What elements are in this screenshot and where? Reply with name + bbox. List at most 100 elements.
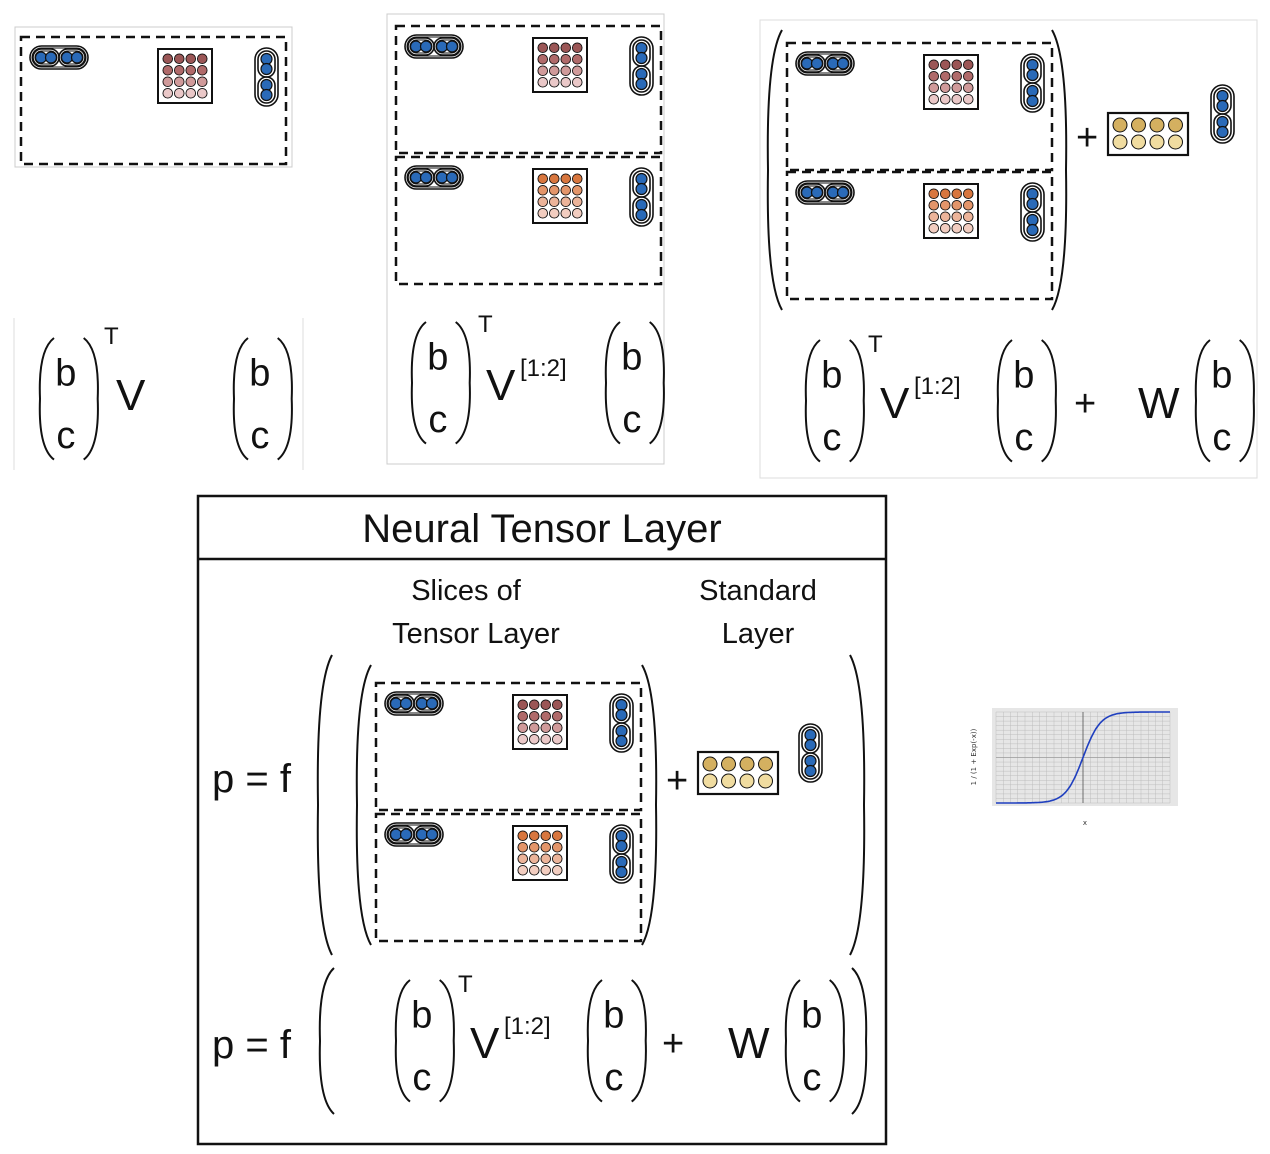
vertical-vector-outer-pill (798, 723, 823, 783)
matrix-cell (162, 76, 174, 88)
ntl-vector-w-paren-right (829, 979, 845, 1103)
word-vector-outer-pill (384, 691, 444, 716)
panel-1-vector-left-c: c (56, 415, 75, 457)
panel-1-vector-left-b: b (55, 353, 76, 395)
vertical-vector-outer-pill (629, 167, 654, 227)
matrix-cell (548, 53, 560, 65)
panel-2-vector-left-paren-right (455, 321, 471, 445)
tensor-slice-frame (785, 41, 1054, 172)
panel-1-vector-right-paren-right (277, 337, 293, 461)
vector-node (635, 208, 648, 222)
matrix-cell (551, 733, 563, 745)
vector-node (409, 40, 423, 53)
matrix-cell (551, 699, 563, 711)
word-vector-outer-pill (384, 822, 444, 847)
matrix-cell (517, 841, 529, 853)
matrix-cell (951, 59, 963, 71)
panel-3-vector-w-c: c (1212, 417, 1231, 459)
sigmoid-xlabel: x (1083, 819, 1087, 827)
vector-node (415, 697, 429, 710)
vector-node (1026, 187, 1039, 201)
panel-2-vector-right-c: c (622, 399, 641, 441)
ntl-f-paren-left-bottom (318, 967, 335, 1115)
word-vector-outer-pill-inner (386, 824, 442, 845)
sigmoid-plot: 1 / (1 + Exp(-x)) x (970, 708, 1178, 827)
matrix-cell (548, 184, 560, 196)
vector-node (425, 697, 439, 710)
matrix-cell (571, 76, 583, 88)
vector-node (260, 78, 273, 92)
matrix-cell (537, 207, 549, 219)
vertical-vector-pill (632, 65, 651, 93)
matrix-cell (540, 830, 552, 842)
matrix-cell (560, 207, 572, 219)
tensor-slice-matrix (923, 54, 979, 110)
vector-node (389, 828, 403, 841)
vector-node (810, 57, 824, 70)
panel-3-vector-right-paren-left (996, 339, 1013, 463)
panel-2-vector-left-paren-left (410, 321, 427, 445)
matrix-cell (548, 42, 560, 54)
tensor-slice-frame (785, 170, 1054, 301)
vector-node (1026, 94, 1039, 108)
vertical-vector-pill (632, 196, 651, 224)
matrix-cell (548, 196, 560, 208)
sigmoid-plot-area (992, 708, 1178, 806)
ntl-vector-left-paren-left (394, 979, 411, 1103)
matrix-cell (528, 722, 540, 734)
tensor-slice-matrix (512, 694, 568, 750)
matrix-cell (560, 196, 572, 208)
matrix-cell (517, 830, 529, 842)
standard-layer-cell (1131, 134, 1146, 150)
vector-node (415, 828, 429, 841)
matrix-cell (928, 70, 940, 82)
matrix-cell (173, 87, 185, 99)
matrix-cell (560, 76, 572, 88)
matrix-cell (928, 222, 940, 234)
word-vector-pill (413, 694, 441, 713)
vector-node (615, 839, 628, 853)
ntl-vector-right-paren-left (586, 979, 603, 1103)
matrix-cell (196, 87, 208, 99)
matrix-cell (928, 199, 940, 211)
panel-2-vector-right-b: b (621, 337, 642, 379)
word-vector-pill (824, 183, 852, 202)
vertical-vector-outer-pill (609, 824, 634, 884)
matrix-cell (939, 93, 951, 105)
matrix-cell (173, 76, 185, 88)
matrix-cell (560, 42, 572, 54)
matrix-cell (517, 710, 529, 722)
matrix-cell (939, 188, 951, 200)
matrix-cell (540, 864, 552, 876)
vector-node (804, 754, 817, 768)
vector-node (399, 828, 413, 841)
word-vector-outer-pill (795, 180, 855, 205)
panel-1-icon-frame (14, 26, 293, 168)
word-vector-pill (58, 48, 86, 67)
matrix-cell (537, 196, 549, 208)
ntl-f-paren-right-bottom (851, 967, 868, 1115)
word-vector-outer-pill-inner (31, 47, 87, 68)
word-vector-outer-pill (404, 165, 464, 190)
matrix-cell (551, 864, 563, 876)
vector-node (826, 186, 840, 199)
vector-node (425, 828, 439, 841)
standard-layer-cell (1131, 117, 1146, 133)
matrix-cell (528, 853, 540, 865)
panel-3-V: V (880, 379, 910, 428)
matrix-cell (537, 184, 549, 196)
standard-layer-cell (1112, 134, 1128, 150)
matrix-cell (939, 59, 951, 71)
ntl-vector-right-c: c (604, 1057, 623, 1099)
panel-3-vector-right-b: b (1013, 355, 1034, 397)
panel-2-slice-index: [1:2] (520, 355, 567, 382)
vertical-vector-pill (257, 76, 276, 104)
standard-layer-cell (721, 773, 736, 789)
matrix-cell (962, 199, 974, 211)
standard-layer-matrix (696, 750, 780, 796)
matrix-cell (951, 82, 963, 94)
matrix-cell (571, 173, 583, 185)
matrix-cell (571, 196, 583, 208)
vector-node (1216, 115, 1229, 129)
panel-2-frame (386, 13, 665, 465)
